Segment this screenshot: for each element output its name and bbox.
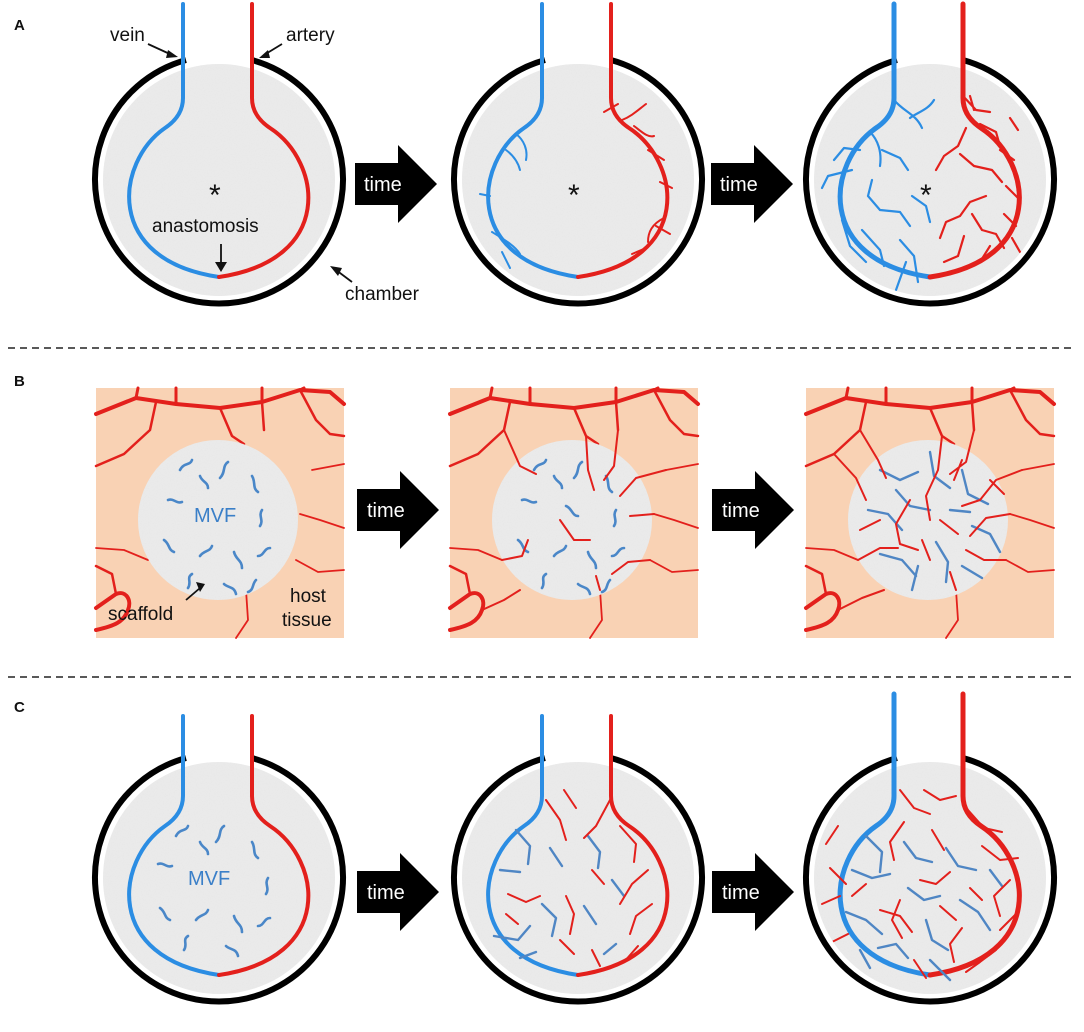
time-label-a2: time xyxy=(720,174,758,196)
host-tissue-b1: MVF scaffold host tissue xyxy=(94,386,346,639)
label-scaffold: scaffold xyxy=(108,604,173,625)
label-vein: vein xyxy=(110,25,145,46)
time-label-b1: time xyxy=(367,500,405,522)
chamber-c2 xyxy=(451,714,705,1005)
panel-letter-b: B xyxy=(14,373,25,390)
time-label-c1: time xyxy=(367,882,405,904)
asterisk-a1: * xyxy=(209,179,221,212)
label-tissue: tissue xyxy=(282,610,332,631)
panel-letter-c: C xyxy=(14,699,25,716)
time-arrow-a2: time xyxy=(711,145,793,223)
time-label-b2: time xyxy=(722,500,760,522)
panel-letter-a: A xyxy=(14,17,25,34)
time-arrow-b2: time xyxy=(712,471,794,549)
host-tissue-b2 xyxy=(448,386,700,639)
label-mvf-b1: MVF xyxy=(194,505,236,527)
label-chamber: chamber xyxy=(345,284,420,305)
label-mvf-c1: MVF xyxy=(188,868,230,890)
time-label-a1: time xyxy=(364,174,402,196)
asterisk-a2: * xyxy=(568,179,580,212)
asterisk-a3: * xyxy=(920,179,932,212)
label-host: host xyxy=(290,586,327,607)
time-arrow-c2: time xyxy=(712,853,794,931)
host-tissue-b3 xyxy=(804,386,1056,639)
chamber-c3 xyxy=(803,691,1057,1005)
time-arrow-a1: time xyxy=(355,145,437,223)
label-artery: artery xyxy=(286,25,335,46)
chamber-c1: MVF xyxy=(92,714,346,1005)
time-arrow-b1: time xyxy=(357,471,439,549)
chamber-a3: * xyxy=(803,1,1057,307)
time-arrow-c1: time xyxy=(357,853,439,931)
chamber-a2: * xyxy=(451,2,705,307)
label-anastomosis: anastomosis xyxy=(152,216,259,237)
chamber-a1: * anastomosis vein artery chamber xyxy=(92,2,420,307)
time-label-c2: time xyxy=(722,882,760,904)
